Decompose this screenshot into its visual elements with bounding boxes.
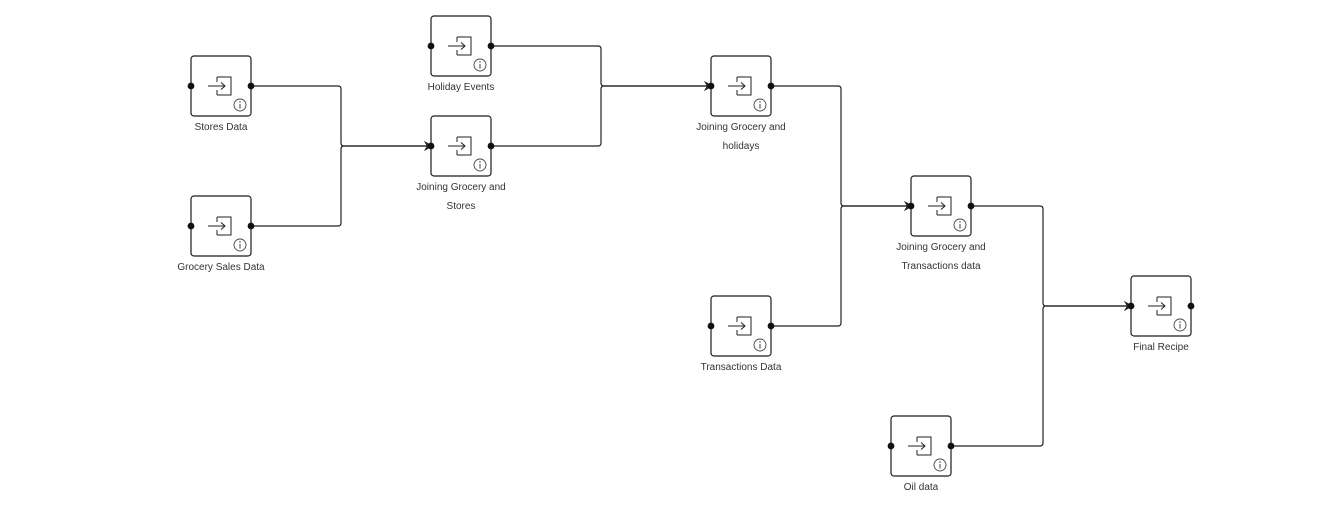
info-icon[interactable] — [1173, 318, 1187, 332]
output-port[interactable] — [767, 322, 775, 330]
output-port[interactable] — [967, 202, 975, 210]
node-grocery-sales[interactable]: Grocery Sales Data — [177, 195, 265, 273]
edge-holiday-events-to-join-grocery-holidays — [491, 45, 713, 91]
info-icon[interactable] — [473, 158, 487, 172]
info-icon[interactable] — [473, 58, 487, 72]
output-port[interactable] — [487, 142, 495, 150]
node-label: Joining Grocery and — [416, 182, 506, 193]
node-label: Joining Grocery and — [896, 242, 986, 253]
input-port[interactable] — [187, 222, 195, 230]
input-port[interactable] — [427, 142, 435, 150]
edge-oil-to-final-recipe — [951, 301, 1133, 447]
output-port[interactable] — [947, 442, 955, 450]
node-label: Oil data — [904, 482, 939, 493]
output-port[interactable] — [1187, 302, 1195, 310]
node-label: Final Recipe — [1133, 342, 1189, 353]
node-label: Transactions Data — [701, 362, 782, 373]
dataset-input-icon — [208, 76, 232, 96]
edge-join-grocery-holidays-to-join-grocery-transactions — [771, 85, 913, 211]
input-port[interactable] — [1127, 302, 1135, 310]
node-final-recipe[interactable]: Final Recipe — [1127, 275, 1195, 353]
node-label: Grocery Sales Data — [177, 262, 265, 273]
input-port[interactable] — [427, 42, 435, 50]
input-port[interactable] — [187, 82, 195, 90]
input-port[interactable] — [887, 442, 895, 450]
node-label: Stores Data — [195, 122, 248, 133]
info-icon[interactable] — [233, 238, 247, 252]
info-icon[interactable] — [753, 338, 767, 352]
node-label: Joining Grocery and — [696, 122, 786, 133]
edge-transactions-to-join-grocery-transactions — [771, 201, 913, 327]
node-label: Holiday Events — [428, 82, 495, 93]
node-label: holidays — [723, 141, 760, 152]
node-transactions[interactable]: Transactions Data — [701, 295, 782, 373]
edge-grocery-sales-to-join-grocery-stores — [251, 141, 433, 227]
dataset-input-icon — [208, 216, 232, 236]
edges-layer — [251, 45, 1133, 447]
info-icon[interactable] — [953, 218, 967, 232]
dataset-input-icon — [448, 136, 472, 156]
info-icon[interactable] — [933, 458, 947, 472]
node-holiday-events[interactable]: Holiday Events — [427, 15, 495, 93]
info-icon[interactable] — [753, 98, 767, 112]
output-port[interactable] — [767, 82, 775, 90]
info-icon[interactable] — [233, 98, 247, 112]
dataset-input-icon — [448, 36, 472, 56]
node-label: Transactions data — [901, 261, 981, 272]
edge-stores-to-join-grocery-stores — [251, 85, 433, 151]
dataset-input-icon — [908, 436, 932, 456]
node-label: Stores — [447, 201, 476, 212]
input-port[interactable] — [707, 82, 715, 90]
input-port[interactable] — [707, 322, 715, 330]
output-port[interactable] — [247, 222, 255, 230]
dataset-input-icon — [928, 196, 952, 216]
output-port[interactable] — [247, 82, 255, 90]
dataset-input-icon — [1148, 296, 1172, 316]
node-join-grocery-holidays[interactable]: Joining Grocery and holidays — [696, 55, 786, 152]
edge-join-grocery-stores-to-join-grocery-holidays — [491, 81, 713, 147]
edge-join-grocery-transactions-to-final-recipe — [971, 205, 1133, 311]
input-port[interactable] — [907, 202, 915, 210]
dataset-input-icon — [728, 76, 752, 96]
node-stores[interactable]: Stores Data — [187, 55, 255, 133]
dataset-input-icon — [728, 316, 752, 336]
node-oil[interactable]: Oil data — [887, 415, 955, 493]
output-port[interactable] — [487, 42, 495, 50]
